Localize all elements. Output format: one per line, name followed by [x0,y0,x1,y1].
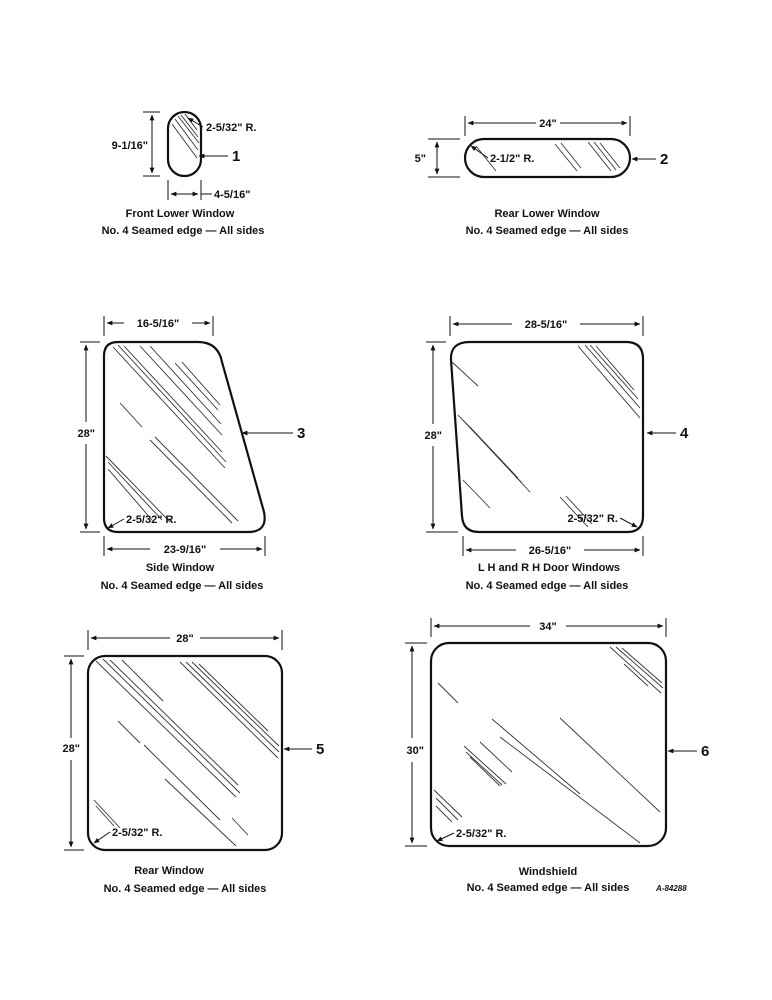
glass-shading [93,658,280,847]
part-number-callout: 4 [680,425,689,442]
dimension-top-width: 28-5/16" [525,319,568,331]
edge-note: No. 4 Seamed edge — All sides [467,882,630,894]
dimension-height: 28" [63,743,80,755]
glass-shading [451,344,641,528]
panel-windshield: 34" 30" 2-5/32" R. 6 Windshield No. 4 Se… [405,618,709,894]
panel-front-lower-window: 9-1/16" 4-5/16" 2-5/32" R. 1 Front Lower… [102,110,265,237]
part-number-callout: 3 [297,425,305,442]
dimension-radius: 2-5/32" R. [112,827,162,839]
panel-title: Rear Window [134,865,204,877]
panel-rear-lower-window: 24" 5" 2-1/2" R. 2 Rear Lower Window No.… [415,116,668,237]
part-number-callout: 5 [316,741,324,758]
glass-outline [463,137,632,179]
dimension-radius: 2-5/32" R. [568,513,618,525]
glass-outline [166,110,203,178]
dimension-height: 28" [425,430,442,442]
panel-side-window: 16-5/16" 28" 23-9/16" 2-5/32" R. 3 Side … [78,316,305,592]
glass-outline [449,340,645,534]
dimension-radius: 2-5/32" R. [126,514,176,526]
glass-shading [105,344,239,524]
dimension-height: 9-1/16" [112,140,148,152]
dimension-height: 30" [407,745,424,757]
dimension-top-width: 16-5/16" [137,318,180,330]
glass-outline [429,641,668,848]
glass-shading [433,646,664,844]
panel-title: Windshield [519,866,578,878]
panel-title: Rear Lower Window [494,208,599,220]
glass-shading [171,113,200,159]
panel-rear-window: 28" 28" 2-5/32" R. 5 Rear Window No. 4 S… [63,630,324,895]
panel-door-windows: 28-5/16" 28" 26-5/16" 2-5/32" R. 4 L H a… [425,316,689,592]
dimension-bottom-width: 23-9/16" [164,544,207,556]
panel-title: L H and R H Door Windows [478,562,620,574]
glass-outline [102,340,266,534]
dimension-width: 34" [539,621,556,633]
dimension-radius: 2-1/2" R. [490,153,534,165]
dimension-height: 28" [78,428,95,440]
dimension-width: 24" [539,118,556,130]
part-number-callout: 1 [232,148,240,165]
dimension-bottom-width: 26-5/16" [529,545,572,557]
dimension-width: 28" [176,633,193,645]
edge-note: No. 4 Seamed edge — All sides [466,225,629,237]
edge-note: No. 4 Seamed edge — All sides [104,883,267,895]
part-number-callout: 6 [701,743,709,760]
panel-title: Front Lower Window [126,208,235,220]
dimension-radius: 2-5/32" R. [206,122,256,134]
part-number-callout: 2 [660,151,668,168]
glass-outline [86,654,284,852]
dimension-width: 4-5/16" [214,189,250,201]
drawing-code: A-84288 [655,884,687,893]
dimension-height: 5" [415,153,426,165]
glass-shading [475,141,621,172]
dimension-radius: 2-5/32" R. [456,828,506,840]
edge-note: No. 4 Seamed edge — All sides [101,580,264,592]
edge-note: No. 4 Seamed edge — All sides [102,225,265,237]
edge-note: No. 4 Seamed edge — All sides [466,580,629,592]
panel-title: Side Window [146,562,215,574]
